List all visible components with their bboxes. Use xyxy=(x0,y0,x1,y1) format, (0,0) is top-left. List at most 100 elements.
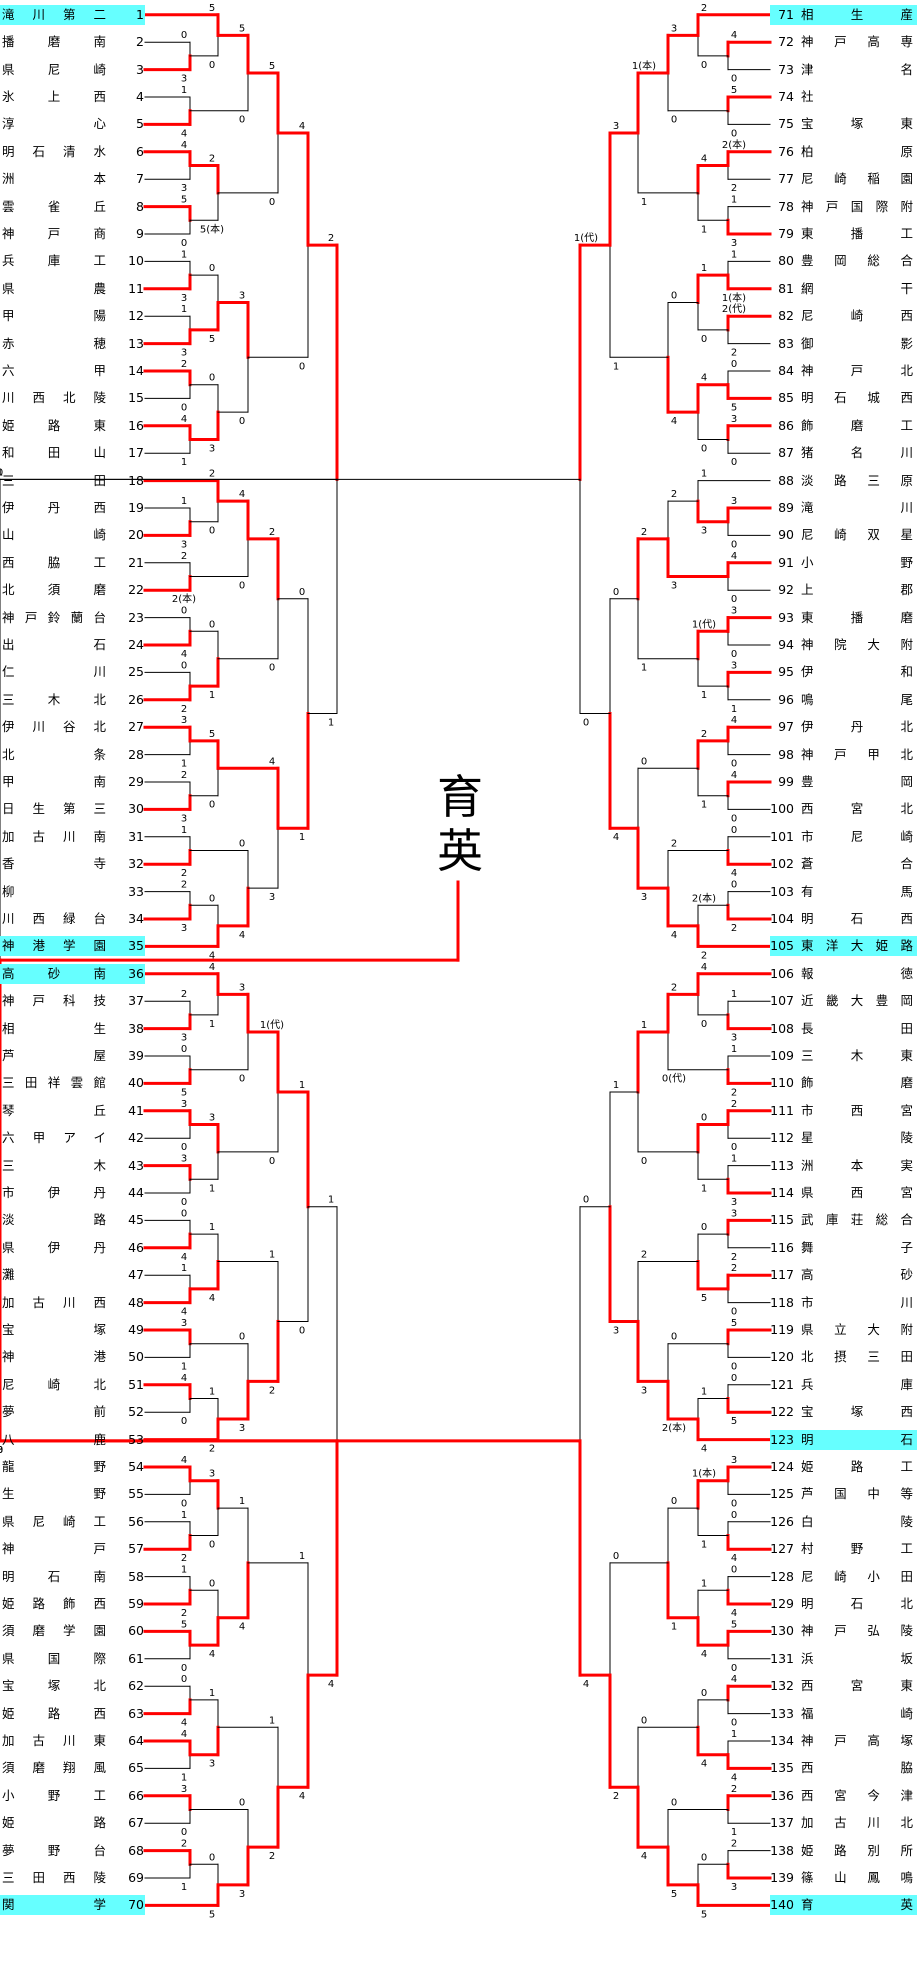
team-name: 市尼崎 xyxy=(801,828,913,844)
team-number: 45 xyxy=(128,1212,144,1228)
team-number: 98 xyxy=(778,746,794,762)
team-name: 洲本実 xyxy=(801,1157,913,1173)
team-number: 7 xyxy=(136,171,144,187)
right-score-18-1: 0 xyxy=(731,759,737,770)
right-score-42-0: 2 xyxy=(671,489,677,500)
team-name: 県尼崎 xyxy=(2,61,106,77)
team-number: 61 xyxy=(128,1650,144,1666)
left-score-20-0: 1 xyxy=(181,825,187,836)
team-number: 100 xyxy=(770,801,794,817)
team-number: 58 xyxy=(128,1568,144,1584)
team-number: 123 xyxy=(770,1431,794,1447)
left-score-28-1: 1 xyxy=(181,1361,187,1372)
team-number: 66 xyxy=(128,1787,144,1803)
right-score-2-1: 2 xyxy=(731,923,737,934)
right-score-38-0: 3 xyxy=(671,23,677,34)
left-score-53-0: 0 xyxy=(239,1798,245,1809)
team-number: 22 xyxy=(128,582,144,598)
left-score-12-1: 0 xyxy=(181,402,187,413)
team-number: 56 xyxy=(128,1513,144,1529)
team-row-66: 小野工 66 xyxy=(0,1786,145,1806)
team-number: 28 xyxy=(128,746,144,762)
right-score-28-1: 0 xyxy=(731,1361,737,1372)
team-number: 53 xyxy=(128,1431,144,1447)
left-score-23-0: 0 xyxy=(181,1044,187,1055)
team-name: 尼崎稲園 xyxy=(801,171,913,187)
team-name: 舞子 xyxy=(801,1239,913,1255)
left-score-50-0: 3 xyxy=(209,1469,215,1480)
left-score-49-1: 3 xyxy=(239,1423,245,1434)
team-number: 38 xyxy=(128,1020,144,1036)
team-name: 洲本 xyxy=(2,171,106,187)
right-score-40-1: 0 xyxy=(701,334,707,345)
team-number: 30 xyxy=(128,801,144,817)
team-name: 三木北 xyxy=(2,691,106,707)
team-number: 17 xyxy=(128,445,144,461)
left-score-15-0: 2 xyxy=(181,551,187,562)
left-score-44-0: 5 xyxy=(209,729,215,740)
left-score-37-0: 0 xyxy=(209,1852,215,1863)
team-number: 8 xyxy=(136,198,144,214)
left-score-10-1: 3 xyxy=(181,293,187,304)
team-number: 91 xyxy=(778,554,794,570)
team-name: 川西緑台 xyxy=(2,911,106,926)
left-score-28-0: 3 xyxy=(181,1318,187,1329)
team-name: 浜坂 xyxy=(801,1650,913,1666)
right-score-29-1: 4 xyxy=(701,1444,707,1455)
team-name: 豊岡 xyxy=(801,774,913,789)
team-number: 48 xyxy=(128,1294,144,1310)
team-number: 97 xyxy=(778,719,794,735)
left-score-50-1: 0 xyxy=(209,1540,215,1551)
team-name: 伊丹西 xyxy=(2,500,106,515)
team-name: 宝塚東 xyxy=(801,116,913,132)
right-score-43-0: 1(代) xyxy=(692,618,716,630)
team-number: 25 xyxy=(128,664,144,680)
left-score-9-1: 0 xyxy=(181,238,187,249)
team-name: 小野工 xyxy=(2,1787,106,1803)
team-number: 44 xyxy=(128,1185,144,1200)
left-score-32-0: 1 xyxy=(181,1565,187,1576)
left-score-52-0: 1 xyxy=(209,1688,215,1699)
left-score-19-0: 2 xyxy=(181,770,187,781)
team-number: 4 xyxy=(136,89,144,104)
right-score-34-0: 4 xyxy=(731,1674,737,1685)
right-score-55-0: 0 xyxy=(671,291,677,302)
right-score-53-0: 0 xyxy=(671,1798,677,1809)
left-score-1-1: 3 xyxy=(181,539,187,550)
team-number: 140 xyxy=(770,1897,794,1913)
team-number: 68 xyxy=(128,1842,144,1858)
team-number: 26 xyxy=(128,691,144,707)
team-number: 43 xyxy=(128,1157,144,1173)
right-score-0-0: 4 xyxy=(731,30,737,41)
team-name: 西宮東 xyxy=(801,1678,913,1694)
team-name: 柏原 xyxy=(801,143,913,159)
team-number: 137 xyxy=(770,1815,794,1831)
left-score-53-1: 3 xyxy=(239,1889,245,1900)
team-name: 播磨南 xyxy=(2,34,106,50)
right-score-13-1: 0 xyxy=(731,457,737,468)
left-score-11-0: 1 xyxy=(181,304,187,315)
